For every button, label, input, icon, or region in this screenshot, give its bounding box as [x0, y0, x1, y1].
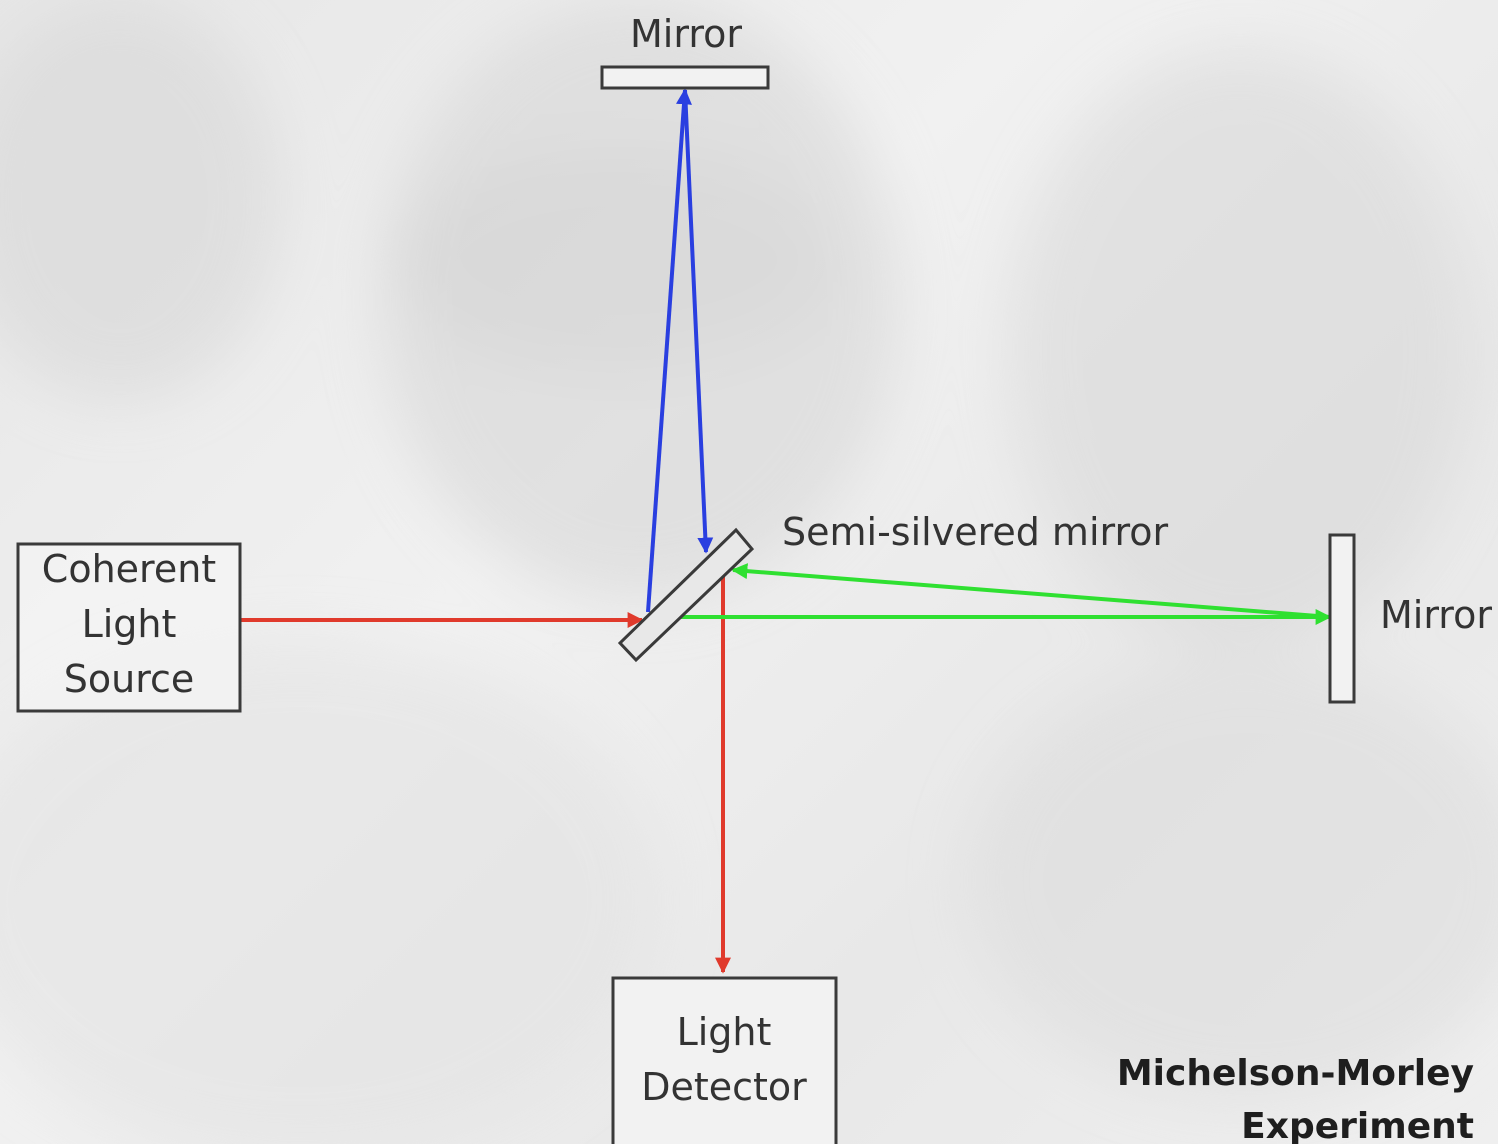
source-label-line2: Light	[82, 602, 177, 646]
detector-label-line1: Light	[677, 1010, 772, 1054]
light-detector-box	[613, 978, 836, 1144]
diagram-title-line2: Experiment	[1241, 1106, 1474, 1144]
source-label-line3: Source	[64, 657, 195, 701]
top-mirror	[602, 67, 768, 88]
diagram-title-line1: Michelson-Morley	[1117, 1053, 1474, 1094]
source-label-line1: Coherent	[42, 547, 216, 591]
right-mirror-label: Mirror	[1380, 593, 1492, 637]
semi-silvered-mirror-label: Semi-silvered mirror	[782, 510, 1169, 554]
right-mirror	[1330, 535, 1354, 702]
top-mirror-label: Mirror	[630, 12, 742, 56]
detector-label-line2: Detector	[641, 1065, 807, 1109]
